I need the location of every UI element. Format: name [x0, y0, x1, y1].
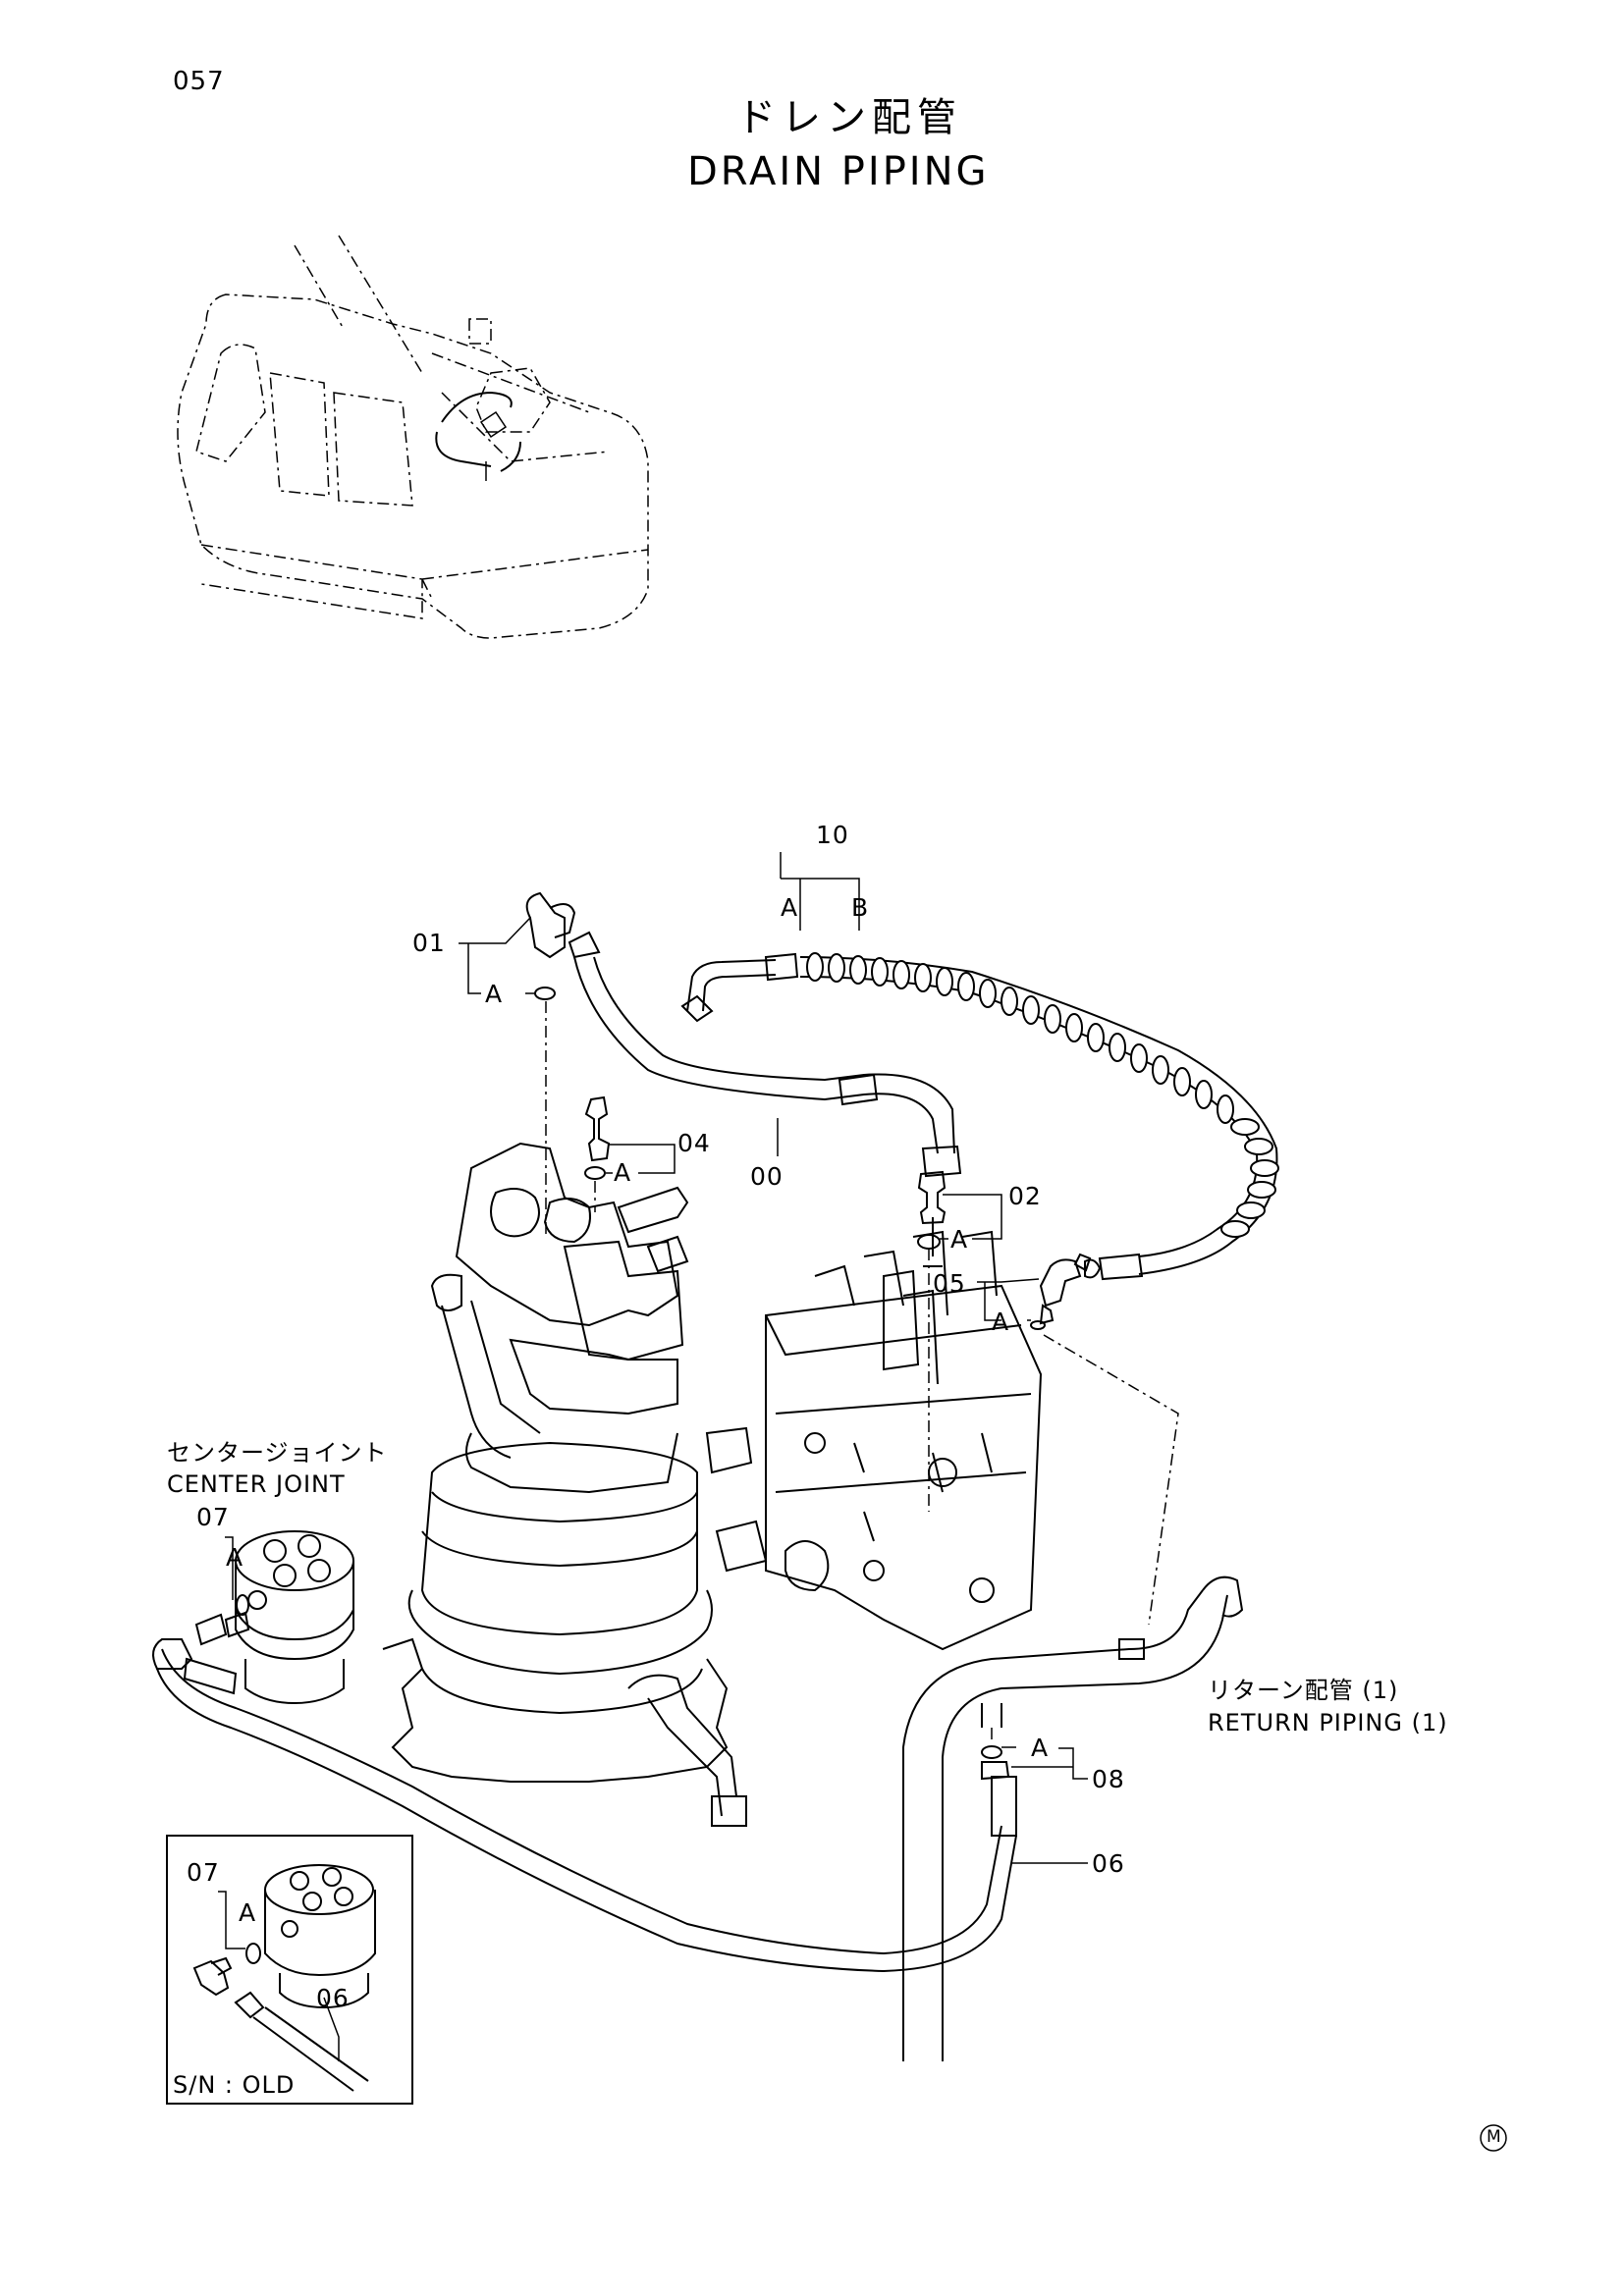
spiral-guard — [806, 952, 1279, 1238]
return-piping-label-english: RETURN PIPING (1) — [1208, 1709, 1448, 1736]
manual-mark-circle — [1480, 2124, 1507, 2152]
part-label-01-a: A — [485, 980, 504, 1008]
swing-motor — [382, 1142, 747, 1827]
part-label-07-a: A — [226, 1543, 244, 1572]
manual-mark: M — [1487, 2127, 1501, 2147]
hose-06 — [152, 1638, 1017, 1973]
title-japanese: ドレン配管 — [736, 95, 962, 140]
part-label-07: 07 — [196, 1503, 230, 1531]
page-number: 057 — [173, 67, 225, 96]
leader-lines — [225, 852, 1088, 1864]
part-label-06: 06 — [1092, 1849, 1125, 1878]
part-label-08: 08 — [1092, 1765, 1125, 1793]
part-label-05-a: A — [992, 1308, 1010, 1336]
excavator-locator-view — [177, 235, 649, 639]
inset-old-serial — [166, 1835, 413, 2105]
control-valve — [705, 1217, 1043, 1651]
part-label-02: 02 — [1008, 1182, 1042, 1210]
fitting-07 — [194, 1594, 250, 1646]
part-label-01: 01 — [412, 929, 446, 957]
inset-serial-label: S/N : OLD — [173, 2071, 296, 2099]
fitting-05 — [1030, 1253, 1092, 1330]
part-label-10-b: B — [851, 893, 870, 922]
part-label-04: 04 — [677, 1129, 711, 1157]
hose-00 — [568, 931, 962, 1178]
part-label-10: 10 — [816, 821, 849, 849]
part-label-04-a: A — [614, 1158, 632, 1187]
assembly-lines — [545, 1001, 1179, 1739]
part-label-05: 05 — [933, 1269, 966, 1298]
fitting-04 — [584, 1095, 611, 1180]
center-joint-label-japanese: センタージョイント — [167, 1439, 388, 1467]
fitting-02 — [917, 1170, 947, 1250]
part-label-08-a: A — [1031, 1734, 1050, 1762]
center-joint — [235, 1530, 354, 1705]
part-label-00: 00 — [750, 1162, 784, 1191]
fitting-08 — [981, 1745, 1010, 1781]
inset-part-label-07: 07 — [187, 1858, 220, 1887]
inset-part-label-07-a: A — [239, 1898, 257, 1927]
title-english: DRAIN PIPING — [687, 149, 990, 194]
inset-part-label-06: 06 — [316, 1984, 350, 2012]
return-piping — [902, 1575, 1244, 2061]
part-label-10-a: A — [781, 893, 799, 922]
fitting-01 — [525, 891, 576, 1000]
hose-10 — [680, 952, 1279, 1281]
return-piping-label-japanese: リターン配管 (1) — [1208, 1677, 1399, 1704]
center-joint-label-english: CENTER JOINT — [167, 1470, 346, 1498]
part-label-02-a: A — [950, 1225, 969, 1254]
